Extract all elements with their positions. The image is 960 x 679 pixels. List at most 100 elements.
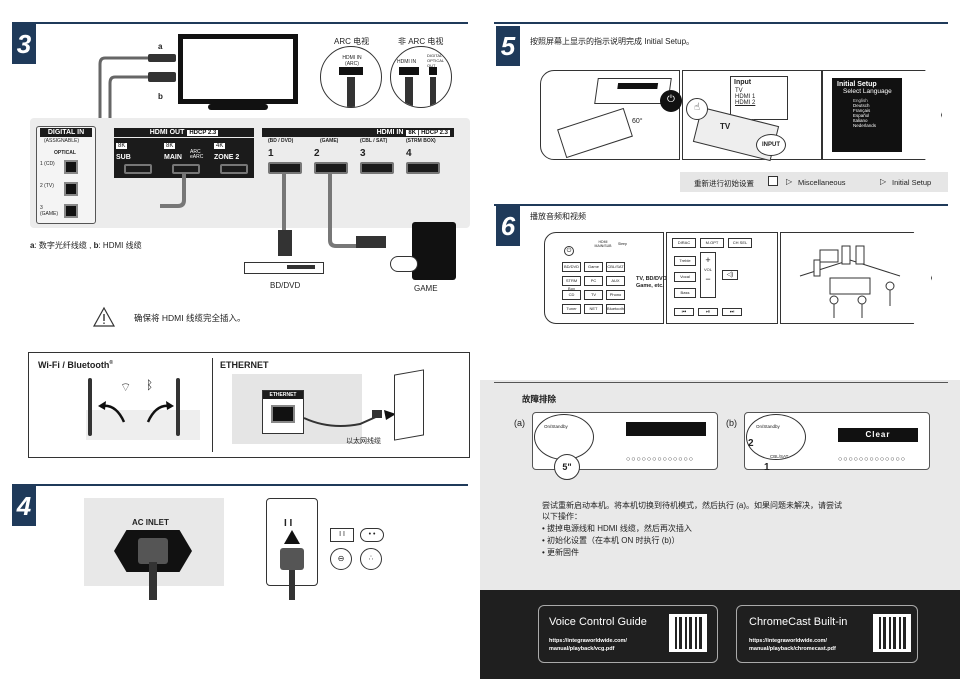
step4-badge: 4 [12, 486, 36, 526]
remote-hdmi-main-sub[interactable]: HDMI MAIN/SUB [594, 240, 612, 248]
source-button-cbl-sat[interactable]: CBL/SAT [606, 262, 625, 272]
play-pause-button-icon[interactable]: ⏯ [698, 308, 718, 316]
antenna-right [176, 378, 180, 436]
network-divider [212, 358, 213, 452]
lang-italiano[interactable]: Italiano [853, 118, 868, 123]
next-button-icon[interactable]: ⏭ [722, 308, 742, 316]
optical-port-2[interactable] [64, 182, 78, 196]
volume-down-icon[interactable]: − [705, 274, 711, 284]
bass-button[interactable]: Bass [674, 288, 696, 298]
out-port-zone2: 4K ZONE 2 [214, 140, 254, 176]
router [394, 369, 424, 441]
arc-tv-circle: HDMI IN (ARC) [320, 46, 382, 108]
source-button-cd[interactable]: CD [562, 290, 581, 300]
device-b-step1: 1 [764, 462, 770, 473]
bd-dvd-label: BD/DVD [270, 281, 301, 290]
step6-title: 播放音频和视频 [530, 212, 586, 221]
vcg-url-2[interactable]: manual/playback/vcg.pdf [549, 646, 615, 652]
source-button-bluetooth[interactable]: Bluetooth [606, 304, 625, 314]
input-menu-item-hdmi1[interactable]: HDMI 1 [735, 94, 756, 100]
chromecast-qr-code [873, 614, 911, 652]
in-port-1-num: 1 [268, 148, 274, 159]
finger-icon: ☝ [686, 98, 708, 120]
angle-label: 60° [632, 118, 643, 125]
lang-nederlands[interactable]: Nederlands [853, 123, 877, 128]
reset-bar [680, 172, 948, 192]
bd-dvd-player [244, 262, 324, 274]
source-button-aux[interactable]: AUX [606, 276, 625, 286]
device-b-step2: 2 [748, 438, 754, 449]
source-button-tuner[interactable]: Tuner [562, 304, 581, 314]
plug-type-3-icon: ⊖ [330, 548, 352, 570]
step3-divider [12, 22, 468, 24]
source-button-bd-dvd[interactable]: BD/DVD [562, 262, 581, 272]
source-button-pc[interactable]: PC [584, 276, 603, 286]
source-button-strm-box[interactable]: STRM Box [562, 276, 581, 291]
antenna-left [88, 378, 92, 436]
hdmi-out-sub-port[interactable] [124, 164, 152, 174]
hdmi-in-1-port[interactable] [268, 162, 302, 174]
vcg-url-1[interactable]: https://integraworldwide.com/ [549, 638, 627, 644]
device-b-cbl-sat[interactable]: CBL/SAT [770, 454, 789, 459]
lang-francais[interactable]: Français [853, 108, 871, 113]
antenna-arrows [98, 401, 174, 423]
menu-arrow-2: ▷ [880, 177, 887, 186]
chromecast-url-2[interactable]: manual/playback/chromecast.pdf [749, 646, 836, 652]
lang-english[interactable]: English [853, 98, 868, 103]
chromecast-url-1[interactable]: https://integraworldwide.com/ [749, 638, 827, 644]
ac-plug [138, 538, 168, 564]
device-b-onstandby[interactable]: On/Standby [756, 424, 780, 429]
chromecast-card[interactable]: ChromeCast Built-in https://integraworld… [736, 605, 918, 663]
hdmi-out-main-port[interactable] [172, 164, 200, 174]
ethernet-port-box: ETHERNET [262, 390, 304, 434]
hdmi-in-2-port[interactable] [314, 162, 348, 174]
hdmi-out-zone2-port[interactable] [220, 164, 248, 174]
trouble-bullet-1: • 拔掉电源线和 HDMI 线缆，然后再次插入 [542, 524, 692, 533]
non-arc-plug [405, 77, 413, 107]
m-opt-button[interactable]: M.OPT [700, 238, 724, 248]
hdmi-in-4-port[interactable] [406, 162, 440, 174]
source-button-tv[interactable]: TV [584, 290, 603, 300]
setup-screen: Initial Setup Select Language English De… [832, 78, 902, 152]
volume-rocker[interactable]: + VOL − [700, 252, 716, 298]
optical-port-3[interactable] [64, 204, 78, 218]
optical-port-1[interactable] [64, 160, 78, 174]
device-a-onstandby[interactable]: On/Standby [544, 424, 568, 429]
volume-up-icon[interactable]: + [705, 255, 711, 265]
source-button-game[interactable]: Game [584, 262, 603, 272]
ac-cord [149, 562, 157, 600]
treble-button[interactable]: Treble [674, 256, 696, 266]
step3-badge: 3 [12, 24, 36, 64]
power-button-icon[interactable]: ⏻ [660, 90, 682, 112]
step4-divider [12, 484, 468, 486]
remote-power-icon[interactable]: ⏻ [564, 246, 574, 256]
sources-label: TV, BD/DVD, Game, etc. [636, 276, 669, 289]
hdcp-in-tag: 8K | HDCP 2.3 [406, 130, 450, 136]
wifi-bt-label: Wi-Fi / Bluetooth [38, 360, 110, 370]
device-a-seconds: 5" [554, 454, 580, 480]
input-menu-item-hdmi2[interactable]: HDMI 2 [735, 100, 756, 106]
tv-key-label[interactable]: TV [720, 122, 731, 131]
dirac-button[interactable]: DIRAC [672, 238, 696, 248]
prev-button-icon[interactable]: ⏮ [674, 308, 694, 316]
input-key[interactable]: INPUT [756, 134, 786, 156]
in-port-4-name: (STRM BOX) [406, 138, 436, 144]
lang-deutsch[interactable]: Deutsch [853, 103, 870, 108]
vocal-button[interactable]: Vocal [674, 272, 696, 282]
vcg-card[interactable]: Voice Control Guide https://integraworld… [538, 605, 718, 663]
ethernet-port[interactable] [271, 405, 295, 423]
out-port-main-badge: 8K [164, 143, 176, 149]
mute-button-icon[interactable]: ◁) [722, 270, 738, 280]
ch-sel-button[interactable]: CH SEL [728, 238, 752, 248]
lang-espanol[interactable]: Español [853, 113, 870, 118]
step6-divider [494, 204, 948, 206]
warning-text: 确保将 HDMI 线缆完全插入。 [134, 313, 246, 323]
source-button-phono[interactable]: Phono [606, 290, 625, 300]
remote-sleep[interactable]: Sleep [618, 242, 627, 246]
device-a-dots: ○○○○○○○○○○○○○ [626, 456, 694, 463]
wifi-bt-title: Wi-Fi / Bluetooth® [38, 360, 113, 370]
out-port-zone2-name: ZONE 2 [214, 154, 240, 161]
source-button-net[interactable]: NET [584, 304, 603, 314]
hdmi-in-3-port[interactable] [360, 162, 394, 174]
input-menu-item-tv[interactable]: TV [735, 88, 743, 94]
